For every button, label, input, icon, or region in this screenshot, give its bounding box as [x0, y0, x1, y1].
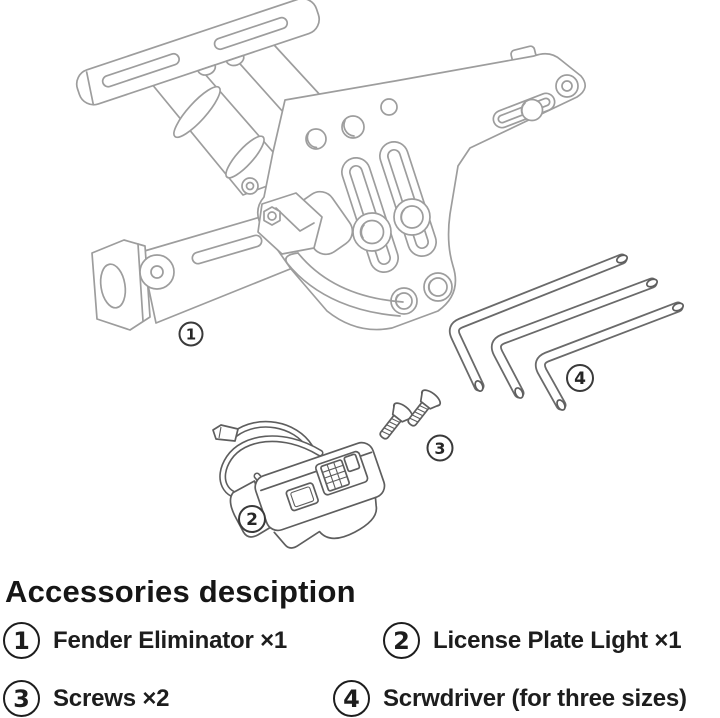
exploded-parts-diagram: 1 2 3 4 — [75, 0, 685, 549]
license-plate-light-drawing — [212, 420, 386, 549]
page-title: Accessories desciption — [5, 574, 356, 609]
svg-text:3: 3 — [434, 439, 445, 458]
accessory-item-fender-eliminator: 1 Fender Eliminator ×1 — [3, 622, 287, 659]
screws-drawing — [372, 386, 444, 446]
accessory-item-screwdriver: 4 Scrwdriver (for three sizes) — [333, 680, 687, 717]
item-number-badge: 3 — [3, 680, 40, 717]
svg-text:1: 1 — [186, 326, 196, 344]
fender-eliminator-drawing — [75, 0, 586, 331]
item-label: Scrwdriver (for three sizes) — [383, 684, 687, 712]
svg-text:2: 2 — [246, 510, 258, 530]
accessory-item-screws: 3 Screws ×2 — [3, 680, 169, 717]
part-label-2: 2 — [238, 505, 266, 533]
item-label: License Plate Light ×1 — [433, 626, 682, 654]
item-number-badge: 4 — [333, 680, 370, 717]
hex-wrenches-drawing — [448, 253, 685, 411]
item-label: Fender Eliminator ×1 — [53, 626, 288, 654]
item-number-badge: 2 — [383, 622, 420, 659]
part-label-3: 3 — [426, 434, 454, 462]
svg-text:4: 4 — [574, 369, 586, 389]
item-label: Screws ×2 — [53, 684, 170, 712]
part-label-4: 4 — [566, 364, 594, 392]
item-number-badge: 1 — [3, 622, 40, 659]
accessory-item-license-plate-light: 2 License Plate Light ×1 — [383, 622, 682, 659]
part-label-1: 1 — [178, 321, 204, 347]
